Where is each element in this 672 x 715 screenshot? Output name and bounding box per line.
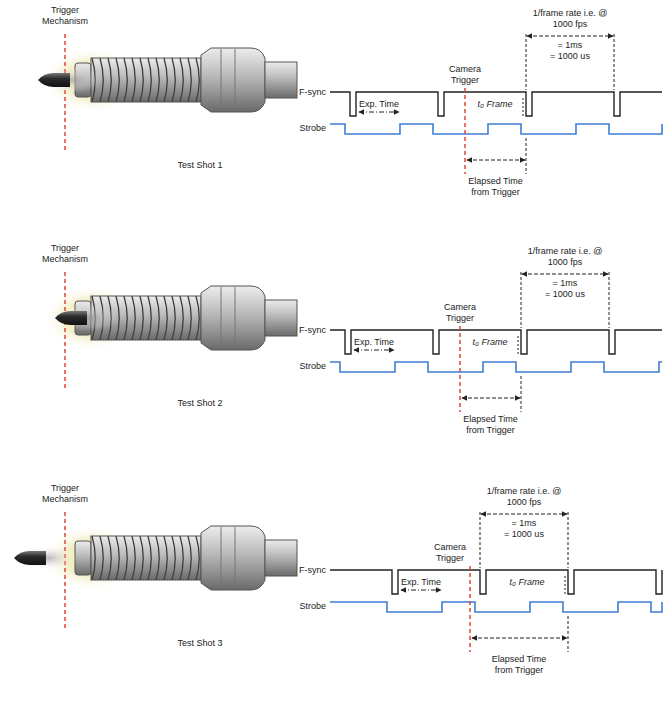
frame-bracket (526, 34, 527, 90)
frame-rate-label: 1/frame rate i.e. @ 1000 fps (482, 486, 566, 508)
fsync-waveform (330, 570, 662, 594)
elapsed-arrow (472, 638, 567, 639)
test-shot-label: Test Shot 1 (160, 160, 240, 171)
trigger-label: Trigger Mechanism (33, 243, 97, 265)
elapsed-label: Elapsed Time from Trigger (464, 176, 528, 198)
frame-rate-label: 1/frame rate i.e. @ 1000 fps (528, 8, 612, 30)
frame-bracket (614, 34, 615, 90)
period-label: = 1ms (494, 518, 554, 529)
signal-name: Strobe (282, 361, 326, 372)
frame-bracket (568, 512, 569, 568)
elapsed-label: Elapsed Time from Trigger (459, 414, 523, 436)
elapsed-label: Elapsed Time from Trigger (487, 654, 551, 676)
bullet (55, 305, 119, 331)
exposure-label: Exp. Time (351, 337, 397, 348)
bullet (38, 67, 102, 93)
frame-bracket (609, 272, 610, 328)
camera-trigger-label: Camera Trigger (442, 64, 488, 86)
trigger-label: Trigger Mechanism (33, 5, 97, 27)
trigger-line (64, 272, 66, 388)
period-label: = 1000 us (540, 51, 600, 62)
strobe-waveform (330, 124, 662, 134)
strobe-waveform (330, 362, 662, 372)
elapsed-arrow (462, 398, 520, 399)
camera-trigger-line (469, 566, 471, 652)
elapsed-bracket (526, 138, 527, 174)
elapsed-bracket (521, 376, 522, 412)
trigger-line (64, 512, 66, 628)
exposure-arrow (359, 112, 399, 113)
signal-name: Strobe (282, 123, 326, 134)
frame-arrow (522, 274, 608, 275)
frame-arrow (527, 36, 613, 37)
gun-barrel (43, 525, 297, 591)
frame-label: t₀ Frame (501, 577, 553, 588)
frame-marker (518, 336, 519, 356)
gun-barrel (43, 285, 297, 351)
frame-label: t₀ Frame (469, 99, 521, 110)
fsync-waveform (330, 92, 662, 116)
strobe-waveform (330, 602, 662, 612)
camera-trigger-label: Camera Trigger (427, 542, 473, 564)
elapsed-bracket (568, 616, 569, 652)
exposure-label: Exp. Time (398, 577, 444, 588)
exposure-label: Exp. Time (356, 99, 402, 110)
frame-marker (565, 576, 566, 596)
signal-name: Strobe (282, 601, 326, 612)
exposure-arrow (354, 350, 394, 351)
frame-rate-label: 1/frame rate i.e. @ 1000 fps (523, 246, 607, 268)
frame-label: t₀ Frame (464, 337, 516, 348)
frame-marker (523, 98, 524, 118)
frame-bracket (521, 272, 522, 328)
trigger-label: Trigger Mechanism (33, 483, 97, 505)
signal-name: F-sync (282, 325, 326, 336)
signal-name: F-sync (282, 565, 326, 576)
test-shot-label: Test Shot 3 (160, 638, 240, 649)
signal-name: F-sync (282, 87, 326, 98)
frame-bracket (480, 512, 481, 568)
camera-trigger-line (459, 326, 461, 412)
frame-arrow (481, 514, 567, 515)
period-label: = 1ms (535, 278, 595, 289)
bullet (14, 545, 78, 571)
elapsed-arrow (467, 160, 525, 161)
exposure-arrow (401, 590, 441, 591)
period-label: = 1ms (540, 40, 600, 51)
test-shot-label: Test Shot 2 (160, 398, 240, 409)
fsync-waveform (330, 330, 662, 354)
period-label: = 1000 us (494, 529, 554, 540)
period-label: = 1000 us (535, 289, 595, 300)
camera-trigger-label: Camera Trigger (437, 302, 483, 324)
camera-trigger-line (464, 88, 466, 174)
